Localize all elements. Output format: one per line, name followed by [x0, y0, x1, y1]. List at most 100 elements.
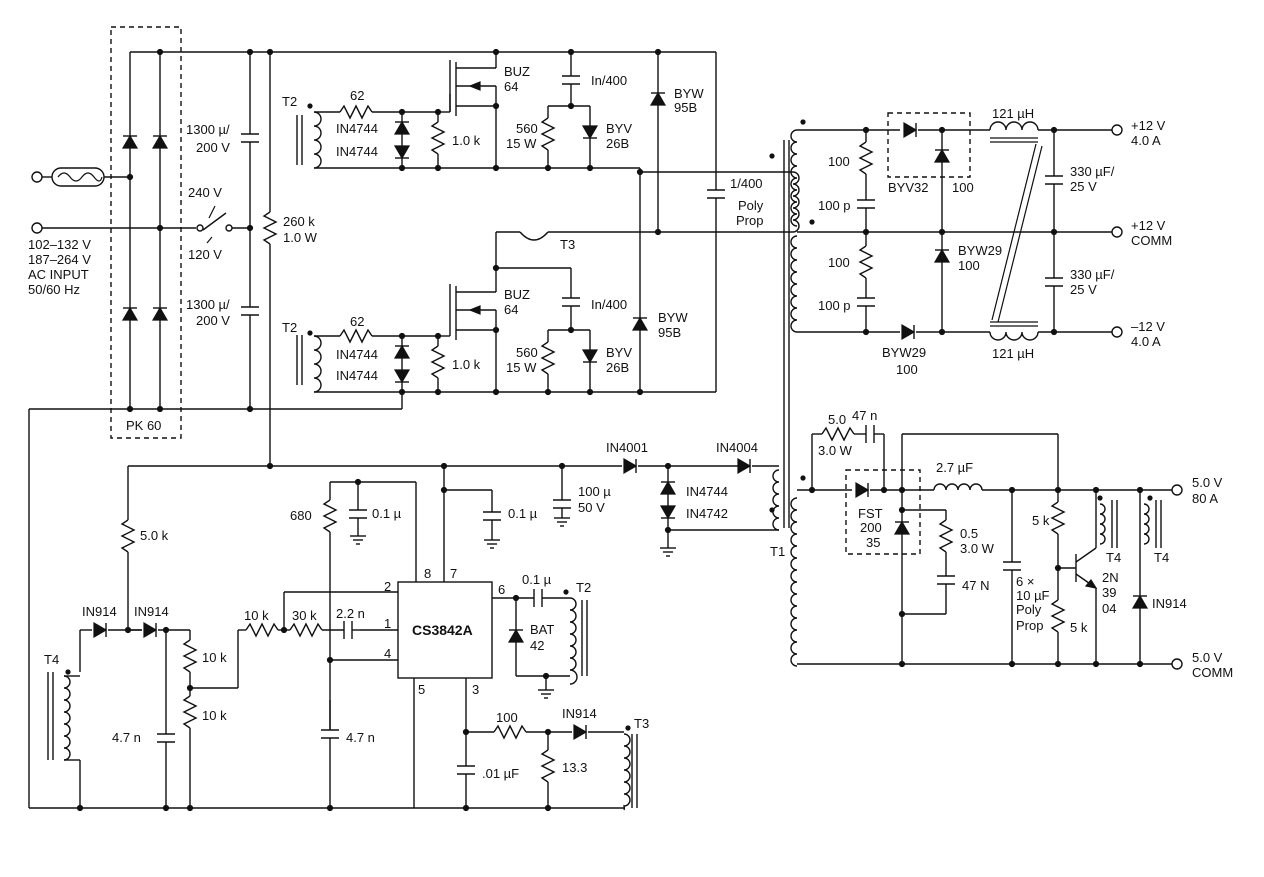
ic-pin-8: 8 [424, 566, 431, 581]
fb-res-2: 30 k [292, 608, 317, 623]
base5-res-1: 5 k [1032, 513, 1050, 528]
frequency-label: 50/60 Hz [28, 282, 80, 297]
out-neg12v-terminal [1111, 326, 1123, 338]
ic-pin-1: 1 [384, 616, 391, 631]
base5-res-2: 5 k [1070, 620, 1088, 635]
coupling-cap-type-1: Poly [738, 198, 764, 213]
coupling-cap-type-2: Prop [736, 213, 763, 228]
upper-clamp-1: BYW [674, 86, 704, 101]
aux-zener-2: IN4742 [686, 506, 728, 521]
upper-mosfet-2: 64 [504, 79, 518, 94]
ac-terminal-1 [31, 171, 43, 183]
upper-zener-2: IN4744 [336, 144, 378, 159]
div-res-1: 10 k [202, 650, 227, 665]
inductor5-label: 2.7 µF [936, 460, 973, 475]
upper-gate-res: 1.0 k [452, 133, 481, 148]
fb-res-1: 10 k [244, 608, 269, 623]
fb-diode-2: IN914 [134, 604, 169, 619]
fb-diode-1: IN914 [82, 604, 117, 619]
snub5-cap: 47 n [852, 408, 877, 423]
lower-zener-2: IN4744 [336, 368, 378, 383]
comm5-2: COMM [1192, 665, 1233, 680]
comp-cap: 2.2 n [336, 606, 365, 621]
byv32-label-2: 100 [952, 180, 974, 195]
neg12-out-1: –12 V [1131, 319, 1165, 334]
t2-lower-winding [313, 335, 322, 393]
ac-terminal-2 [31, 222, 43, 234]
ic-pin-7: 7 [450, 566, 457, 581]
bulk-cap-1-value: 1300 µ/ [186, 122, 230, 137]
bulk-cap-2-voltage: 200 V [196, 313, 230, 328]
bat-1: BAT [530, 622, 554, 637]
ic-pin-4: 4 [384, 646, 391, 661]
outcap5-2: 10 µF [1016, 588, 1050, 603]
lower-gate-res: 1.0 k [452, 357, 481, 372]
out-12v-terminal [1111, 124, 1123, 136]
r12-cap-2: 100 p [818, 298, 851, 313]
aux-diode-2: IN4004 [716, 440, 758, 455]
t2-ctrl-label: T2 [576, 580, 591, 595]
ic-pin-5: 5 [418, 682, 425, 697]
upper-snub-diode-1: BYV [606, 121, 632, 136]
t3-top-label: T3 [560, 237, 575, 252]
inductor-12v-top [989, 121, 1039, 131]
out5-1: 5.0 V [1192, 475, 1223, 490]
out-12v-comm-terminal [1111, 226, 1123, 238]
cap-top-1: 330 µF/ [1070, 164, 1115, 179]
out-cap: 0.1 µ [522, 572, 552, 587]
upper-clamp-2: 95B [674, 100, 697, 115]
inductor-12v-bottom [989, 331, 1039, 341]
lower-mosfet-2: 64 [504, 302, 518, 317]
outcap5-4: Prop [1016, 618, 1043, 633]
cap-bot-2: 25 V [1070, 282, 1097, 297]
byv32-label-1: BYV32 [888, 180, 928, 195]
rc5-res-1: 0.5 [960, 526, 978, 541]
lower-zener-1: IN4744 [336, 347, 378, 362]
aux-cap-1: 100 µ [578, 484, 611, 499]
t2-upper-winding [313, 111, 322, 169]
vcc-cap: 0.1 µ [508, 506, 538, 521]
startup-res: 5.0 k [140, 528, 169, 543]
lower-snub-diode-1: BYV [606, 345, 632, 360]
t2-upper-label: T2 [282, 94, 297, 109]
sense-cap: .01 µF [482, 766, 519, 781]
byw29-bot-2: 100 [896, 362, 918, 377]
bat-2: 42 [530, 638, 544, 653]
switch-240-label: 240 V [188, 185, 222, 200]
ic-pin-2: 2 [384, 579, 391, 594]
comm12-1: +12 V [1131, 218, 1166, 233]
fst-outline [845, 469, 921, 555]
upper-snub-cap: In/400 [591, 73, 627, 88]
fst-3: 35 [866, 535, 880, 550]
t4b-label: T4 [1154, 550, 1169, 565]
upper-mosfet-1: BUZ [504, 64, 530, 79]
bulk-cap-1-voltage: 200 V [196, 140, 230, 155]
t3-winding [519, 231, 549, 241]
out5-2: 80 A [1192, 491, 1218, 506]
main-transformer-t1: T1 [769, 119, 815, 667]
byv32-outline [887, 112, 971, 178]
aux-diode-1: IN4001 [606, 440, 648, 455]
r12-res-1: 100 [828, 154, 850, 169]
filter-cap: 4.7 n [112, 730, 141, 745]
aux-zener-1: IN4744 [686, 484, 728, 499]
upper-switch-section: T2 62 IN4744 IN4744 1.0 k BUZ 64 In/400 … [282, 52, 793, 392]
cs3842a-ic [397, 581, 493, 679]
lower-snub-res-2: 15 W [506, 360, 537, 375]
transistor-2: 39 [1102, 585, 1116, 600]
output-12v-section: 100 100 p 100 100 p BYV32 100 BYW29 100 … [797, 106, 1172, 377]
inductor-top-label: 121 µH [992, 106, 1034, 121]
inductor-5v [933, 483, 983, 491]
lower-clamp-1: BYW [658, 310, 688, 325]
input-section: 102–132 V 187–264 V AC INPUT 50/60 Hz PK… [28, 26, 716, 808]
out-5v-terminal [1171, 484, 1183, 496]
pos12-out-1: +12 V [1131, 118, 1166, 133]
lower-snub-diode-2: 26B [606, 360, 629, 375]
t2-lower-label: T2 [282, 320, 297, 335]
lower-mosfet-1: BUZ [504, 287, 530, 302]
rc5-res-2: 3.0 W [960, 541, 995, 556]
coupling-cap-value: 1/400 [730, 176, 763, 191]
outcap5-3: Poly [1016, 602, 1042, 617]
